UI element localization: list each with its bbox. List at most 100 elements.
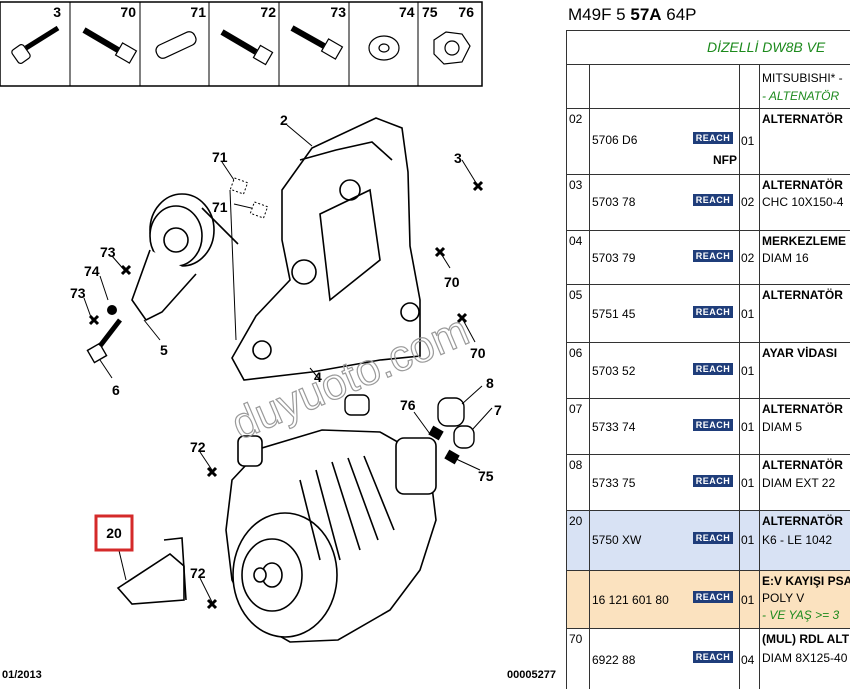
reach-badge: REACH — [693, 132, 733, 144]
part-desc-note: - VE YAŞ >= 3 — [762, 608, 840, 622]
callout-8: 8 — [486, 375, 494, 391]
part-reference[interactable]: 5703 78 — [592, 195, 636, 209]
part-reference[interactable]: 16 121 601 80 — [592, 593, 669, 607]
callout-71-top: 71 — [212, 149, 228, 165]
part-quantity: 01 — [741, 476, 755, 490]
parts-row-20-selected[interactable]: 20 5750 XW REACH 01 ALTERNATÖR K6 - LE 1… — [566, 510, 850, 571]
model-code-c: 64P — [661, 5, 697, 24]
parts-row-03[interactable]: 03 5703 78 REACH 02 ALTERNATÖR CHC 10X15… — [566, 174, 850, 231]
belt-part-20 — [116, 537, 187, 605]
part-reference[interactable]: 5733 75 — [592, 476, 636, 490]
part-quantity: 01 — [741, 593, 755, 607]
part-desc-title: ALTERNATÖR — [762, 288, 843, 302]
part-reference[interactable]: 5706 D6 — [592, 133, 638, 147]
part-desc-line2: K6 - LE 1042 — [762, 533, 833, 547]
part-reference[interactable]: 5733 74 — [592, 420, 636, 434]
part-index: 05 — [569, 288, 583, 302]
model-code-b: 57A — [630, 5, 662, 24]
reach-badge: REACH — [693, 532, 733, 544]
callout-5: 5 — [160, 342, 168, 358]
thumb-label-76: 76 — [458, 4, 474, 20]
part-desc-line2: DIAM 5 — [762, 420, 803, 434]
parts-row-02[interactable]: 02 5706 D6 REACH NFP 01 ALTERNATÖR — [566, 108, 850, 175]
cap-parts — [344, 394, 475, 449]
parts-row-belt-highlighted[interactable]: 16 121 601 80 REACH 01 E:V KAYIŞI PSA PO… — [566, 570, 850, 629]
part-quantity: 01 — [741, 533, 755, 547]
callout-72-top: 72 — [190, 439, 206, 455]
callout-20-highlight[interactable] — [94, 514, 134, 552]
callout-73-bottom: 73 — [70, 285, 86, 301]
model-code-a: M49F 5 — [568, 5, 631, 24]
thumb-label-74: 74 — [399, 4, 415, 20]
part-quantity: 01 — [741, 420, 755, 434]
nut-icon-75-76 — [433, 31, 471, 65]
part-reference[interactable]: 6922 88 — [592, 653, 636, 667]
thumb-label-73: 73 — [330, 4, 346, 20]
thumbnail-strip — [0, 1, 483, 87]
parts-header: M49F 5 57A 64P — [562, 0, 850, 30]
part-index: 20 — [569, 514, 583, 528]
bolt-icon-3 — [11, 25, 60, 64]
parts-list-panel: M49F 5 57A 64P DİZELLİ DW8B VE MITSUBISH… — [562, 0, 850, 689]
parts-row-07[interactable]: 07 5733 74 REACH 01 ALTERNATÖR DIAM 5 — [566, 398, 850, 455]
callout-70-top: 70 — [444, 274, 460, 290]
section-title-row: DİZELLİ DW8B VE — [566, 30, 850, 65]
part-quantity: 01 — [741, 364, 755, 378]
part-desc-title: MERKEZLEME — [762, 234, 846, 248]
reach-badge: REACH — [693, 475, 733, 487]
part-index: 04 — [569, 234, 583, 248]
part-desc-line2: CHC 10X150-4 — [762, 195, 844, 209]
part-index: 03 — [569, 178, 583, 192]
exploded-parts-diagram: 3 70 71 72 73 74 75 76 — [0, 1, 556, 681]
parts-row-04[interactable]: 04 5703 79 REACH 02 MERKEZLEME DIAM 16 — [566, 230, 850, 285]
part-desc-note: - ALTENATÖR — [762, 89, 840, 103]
callout-74: 74 — [84, 263, 100, 279]
reach-badge: REACH — [693, 651, 733, 663]
model-code: M49F 5 57A 64P — [568, 5, 697, 25]
part-desc-title: (MUL) RDL ALT — [762, 632, 850, 646]
parts-row-70[interactable]: 70 6922 88 REACH 04 (MUL) RDL ALT DIAM 8… — [566, 628, 850, 689]
part-reference[interactable]: 5750 XW — [592, 533, 642, 547]
part-desc-title: ALTERNATÖR — [762, 178, 843, 192]
part-desc-title: ALTERNATÖR — [762, 112, 843, 126]
part-index: 06 — [569, 346, 583, 360]
reach-badge: REACH — [693, 194, 733, 206]
part-desc-line2: POLY V — [762, 591, 805, 605]
part-index: 02 — [569, 112, 583, 126]
parts-row-05[interactable]: 05 5751 45 REACH 01 ALTERNATÖR — [566, 284, 850, 343]
callout-70-bottom: 70 — [470, 345, 486, 361]
parts-row[interactable]: MITSUBISHI* - - ALTENATÖR — [566, 64, 850, 109]
parts-row-08[interactable]: 08 5733 75 REACH 01 ALTERNATÖR DIAM EXT … — [566, 454, 850, 511]
callout-76: 76 — [400, 397, 416, 413]
cross-markers — [88, 180, 484, 610]
part-reference[interactable]: 5703 79 — [592, 251, 636, 265]
bolt-part-6 — [86, 318, 122, 364]
part-desc-title: ALTERNATÖR — [762, 514, 843, 528]
callout-72-bottom: 72 — [190, 565, 206, 581]
diagram-canvas: 3 70 71 72 73 74 75 76 — [0, 1, 556, 681]
alternator-part — [225, 429, 437, 643]
thumb-label-72: 72 — [260, 4, 276, 20]
thumb-label-71: 71 — [190, 4, 206, 20]
callout-2: 2 — [280, 112, 288, 128]
washer-icon-74 — [368, 35, 400, 61]
section-title: DİZELLİ DW8B VE — [707, 39, 826, 55]
thumb-label-70: 70 — [120, 4, 136, 20]
washer-dot-74 — [107, 305, 117, 315]
part-desc-line2: DIAM 16 — [762, 251, 809, 265]
callout-3: 3 — [454, 150, 462, 166]
callout-7: 7 — [494, 402, 502, 418]
reach-badge: REACH — [693, 591, 733, 603]
reach-badge: REACH — [693, 250, 733, 262]
screw-icon-70 — [82, 27, 138, 64]
screw-icon-72 — [220, 29, 274, 66]
parts-row-06[interactable]: 06 5703 52 REACH 01 AYAR VİDASI — [566, 342, 850, 399]
part-desc-line2: MITSUBISHI* - — [762, 71, 843, 85]
part-index: 07 — [569, 402, 583, 416]
part-reference[interactable]: 5703 52 — [592, 364, 636, 378]
illustration-code: 00005277 — [507, 669, 556, 681]
part-desc-title: ALTERNATÖR — [762, 402, 843, 416]
part-quantity: 02 — [741, 195, 755, 209]
reach-badge: REACH — [693, 363, 733, 375]
part-reference[interactable]: 5751 45 — [592, 307, 636, 321]
